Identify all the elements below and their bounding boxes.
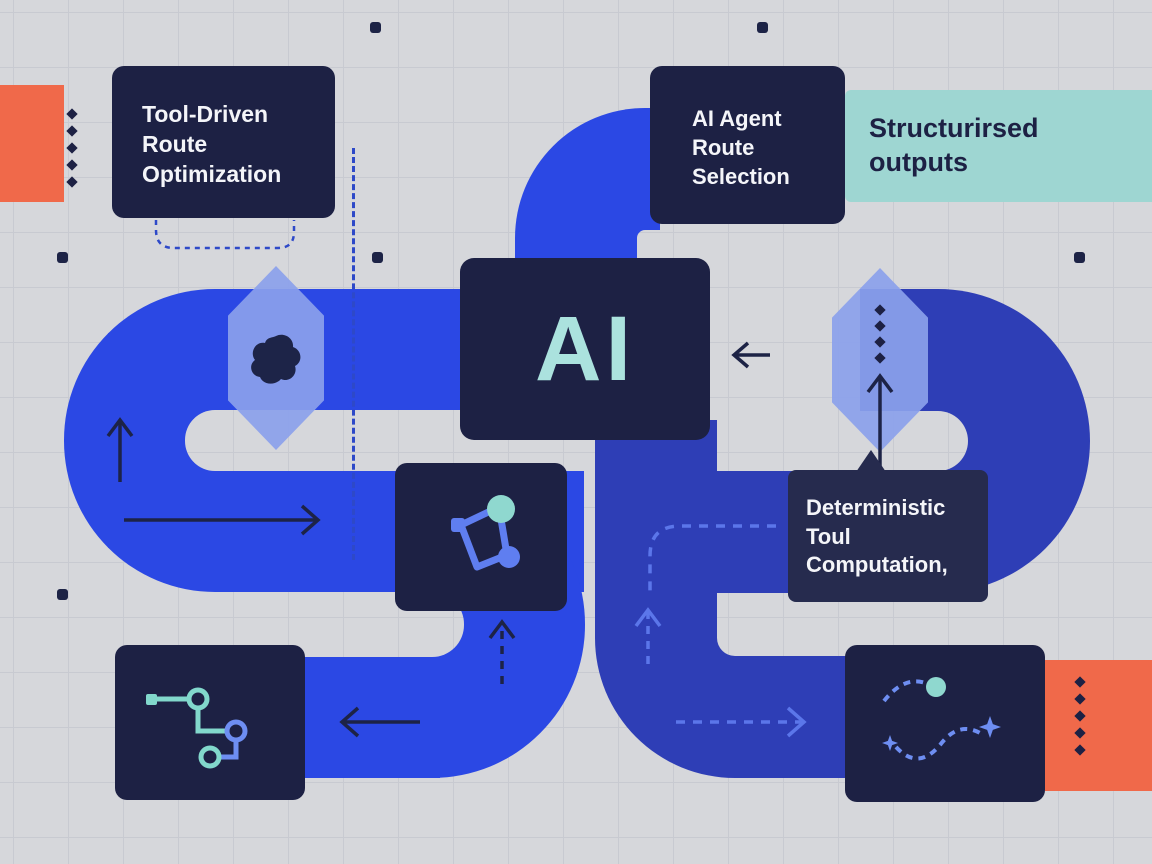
ai-core-label: AI <box>535 297 635 400</box>
ai-agent-label: AI Agent Route Selection <box>692 106 790 190</box>
arrow-dashed-right-right-loop <box>676 706 807 738</box>
ai-core-panel: AI <box>460 258 710 440</box>
orange-accent-right <box>1045 660 1152 791</box>
dashed-connector-under-tool-box <box>154 220 296 250</box>
tool-driven-label: Tool-Driven Route Optimization <box>142 101 282 187</box>
grid-dot <box>370 22 381 33</box>
arrow-left-near-ai <box>731 341 770 369</box>
sparkle-route-icon <box>882 676 1001 760</box>
grid-dot <box>57 589 68 600</box>
grid-dot <box>57 252 68 263</box>
deterministic-panel: Deterministic Toul Computation, <box>788 470 988 602</box>
arrow-dashed-up-right-loop <box>634 607 662 664</box>
molecule-nodes-icon <box>451 495 520 571</box>
structured-outputs-banner: Structurirsed outputs <box>845 90 1152 202</box>
grid-dot <box>372 252 383 263</box>
deterministic-pointer <box>856 450 886 472</box>
orange-accent-left <box>0 85 64 202</box>
molecule-icon-panel <box>395 463 567 611</box>
arrow-left-bottom-band <box>339 706 420 738</box>
blob-node-icon <box>251 334 301 384</box>
circuit-icon-panel <box>115 645 305 800</box>
arrow-right-left-loop <box>124 504 321 536</box>
tool-driven-panel: Tool-Driven Route Optimization <box>112 66 335 218</box>
circuit-nodes-icon <box>146 687 248 768</box>
dashed-vertical-guide <box>352 148 355 560</box>
sparkle-icon-panel <box>845 645 1045 802</box>
structured-outputs-label: Structurirsed outputs <box>869 113 1039 177</box>
arrow-up-left-loop <box>106 417 134 482</box>
deterministic-label: Deterministic Toul Computation, <box>806 495 948 578</box>
grid-dot <box>757 22 768 33</box>
route-left-bottom-band <box>300 657 440 778</box>
ai-agent-panel: AI Agent Route Selection <box>650 66 845 224</box>
arrow-dashed-up-center <box>488 619 516 684</box>
dashed-corner-right-loop <box>648 524 776 598</box>
grid-dot <box>1074 252 1085 263</box>
